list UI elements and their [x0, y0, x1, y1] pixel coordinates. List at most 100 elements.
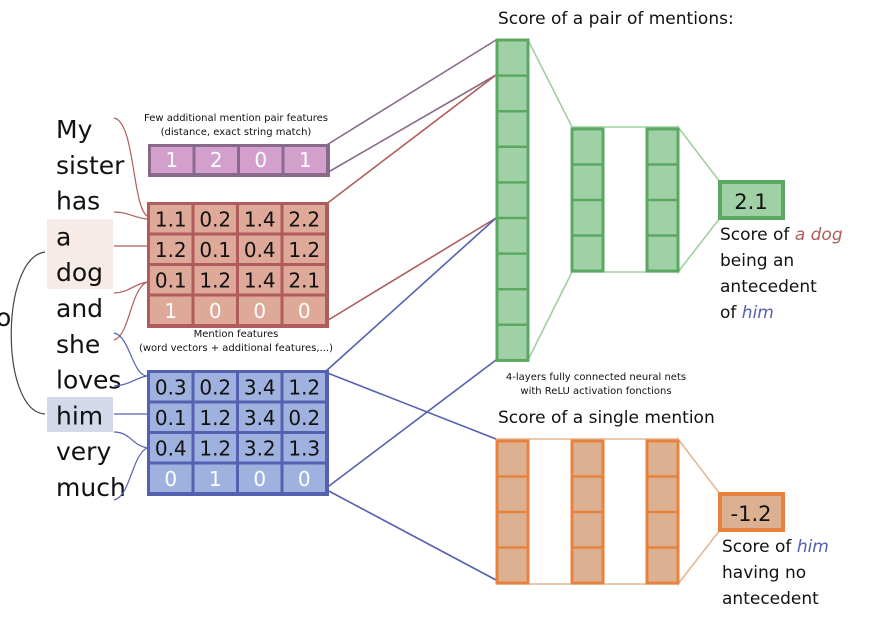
antecedent-feature-cell [283, 296, 325, 324]
mention-feature-cell [194, 403, 236, 431]
connection-lines [324, 39, 497, 581]
antecedent-feature-cell [150, 235, 192, 263]
single-network-funnel [677, 436, 721, 587]
pair-score-desc-4: of him [720, 303, 774, 323]
pair-scorer-title: Score of a pair of mentions: [498, 9, 734, 29]
mention-braces [113, 332, 148, 501]
word-dog: dog [56, 258, 103, 287]
pair-input-layer [495, 38, 530, 362]
word-has: has [56, 187, 100, 216]
mention-features-caption-2: (word vectors + additional features,...) [139, 343, 333, 354]
word-a: a [56, 222, 71, 251]
antecedent-feature-cell [194, 296, 236, 324]
pair-feature-cell [240, 147, 282, 173]
mention-feature-value: 3.2 [244, 437, 276, 461]
mention-feature-cell [239, 373, 281, 401]
mention-feature-cell [239, 403, 281, 431]
antecedent-feature-value: 1.1 [155, 208, 187, 232]
mention-feature-cell [194, 373, 236, 401]
antecedent-feature-value: 0.1 [155, 269, 187, 293]
mention-feature-cell [283, 373, 325, 401]
mention-feature-cell [194, 434, 236, 462]
mention-feature-cell [283, 434, 325, 462]
pair-network-funnel-2 [677, 124, 721, 275]
word-loves: loves [56, 366, 121, 395]
network-caption-1: 4-layers fully connected neural nets [506, 372, 686, 383]
pair-features-caption-1: Few additional mention pair features [144, 113, 328, 124]
mention-feature-value: 0 [298, 467, 311, 491]
network-caption-2: with ReLU activation fonctions [520, 386, 671, 397]
antecedent-feature-cell [194, 266, 236, 294]
arc-marker: o [0, 303, 11, 332]
mention-feature-value: 1.2 [199, 437, 231, 461]
antecedent-feature-value: 1.2 [288, 238, 320, 262]
antecedent-feature-cell [239, 235, 281, 263]
antecedent-feature-cell [150, 205, 192, 233]
pair-network-funnel-1 [527, 39, 573, 361]
mention-feature-value: 1.3 [288, 437, 320, 461]
antecedent-feature-cell [150, 266, 192, 294]
antecedent-feature-cell [239, 266, 281, 294]
antecedent-feature-value: 1.2 [199, 269, 231, 293]
word-much: much [56, 473, 126, 502]
coreference-arc [10, 251, 46, 415]
antecedent-feature-value: 1.4 [244, 269, 276, 293]
word-him: him [56, 401, 103, 430]
antecedent-feature-value: 1.4 [244, 208, 276, 232]
mention-feature-cell [239, 464, 281, 492]
mention-feature-value: 0.3 [155, 376, 187, 400]
pair-network-layers [495, 38, 680, 362]
antecedent-feature-value: 0.1 [199, 238, 231, 262]
pair-feature-value: 1 [165, 148, 178, 172]
antecedent-feature-cell [283, 235, 325, 263]
antecedent-highlight [47, 219, 113, 289]
antecedent-feature-cell [239, 205, 281, 233]
antecedent-feature-value: 2.2 [288, 208, 320, 232]
mention-feature-value: 3.4 [244, 406, 276, 430]
antecedent-feature-value: 0 [253, 299, 266, 323]
antecedent-feature-cell [283, 266, 325, 294]
mention-feature-value: 3.4 [244, 376, 276, 400]
mention-features-caption-1: Mention features [194, 329, 279, 340]
single-score-desc-1: Score of him [722, 537, 829, 557]
word-and: and [56, 294, 103, 323]
antecedent-feature-value: 0 [298, 299, 311, 323]
mention-feature-cell [239, 434, 281, 462]
mention-feature-value: 1.2 [288, 376, 320, 400]
mention-highlight [47, 397, 113, 432]
mention-feature-cell [150, 464, 192, 492]
single-score-desc-3: antecedent [722, 589, 819, 609]
pair-feature-value: 2 [210, 148, 223, 172]
single-scorer-title: Score of a single mention [498, 408, 715, 428]
pair-feature-cell [284, 147, 326, 173]
antecedent-feature-cell [194, 235, 236, 263]
antecedent-feature-cell [283, 205, 325, 233]
pair-score-desc-2: being an [720, 251, 794, 271]
single-score-box [718, 492, 785, 532]
antecedent-feature-cell [194, 205, 236, 233]
antecedent-feature-value: 1.2 [155, 238, 187, 262]
mention-feature-cell [150, 373, 192, 401]
pair-features-vector: 1 2 0 1 [148, 144, 330, 177]
pair-feature-cell [195, 147, 237, 173]
antecedent-feature-value: 2.1 [288, 269, 320, 293]
mention-feature-value: 0 [164, 467, 177, 491]
mention-feature-value: 0.2 [288, 406, 320, 430]
mention-feature-value: 1 [209, 467, 222, 491]
single-score-value: -1.2 [731, 502, 772, 526]
pair-feature-value: 1 [299, 148, 312, 172]
pair-feature-value: 0 [254, 148, 267, 172]
mention-feature-cell [283, 403, 325, 431]
mention-feature-value: 1.2 [199, 406, 231, 430]
mention-feature-cell [150, 403, 192, 431]
mention-feature-value: 0.2 [199, 376, 231, 400]
pair-score-desc-3: antecedent [720, 277, 817, 297]
antecedent-feature-cell [150, 296, 192, 324]
antecedent-feature-value: 0.4 [244, 238, 276, 262]
pair-score-box [718, 180, 785, 220]
word-she: she [56, 330, 100, 359]
antecedent-feature-cell [239, 296, 281, 324]
mention-feature-value: 0.1 [155, 406, 187, 430]
